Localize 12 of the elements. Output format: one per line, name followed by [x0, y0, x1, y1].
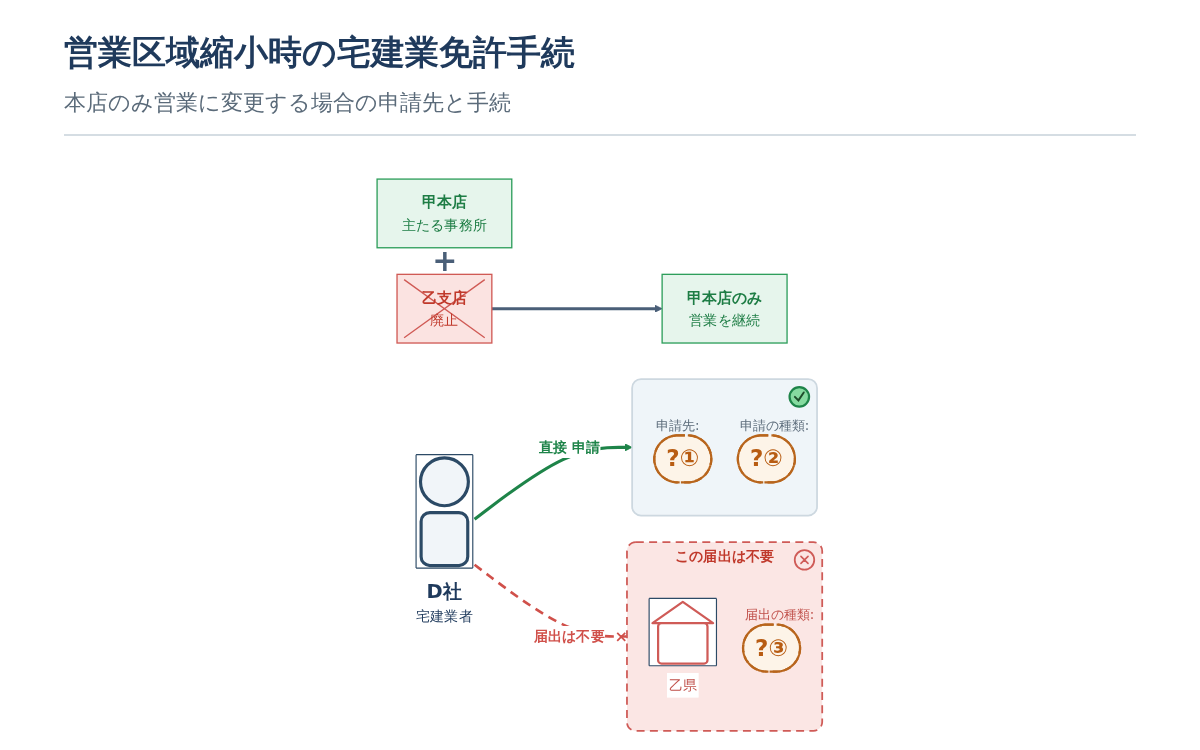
cluster [631, 378, 819, 517]
diagram-title: 営業区域縮小時の宅建業免許手続 [64, 31, 575, 74]
field-label: 申請の種類: [740, 418, 810, 434]
field-label: 申請先: [656, 418, 700, 434]
field-label: 届出の種類: [745, 607, 815, 623]
node-box: 甲本店のみ 営業を継続 [661, 273, 789, 344]
edge-label: 届出は不要 [534, 627, 606, 645]
connector [474, 563, 628, 642]
edge-label: 直接 申請 [538, 438, 601, 456]
subtitle-text: 本店のみ営業に変更する場合の申請先と手続 [64, 89, 511, 117]
arrow [492, 304, 663, 313]
node-box: 甲本店 主たる事務所 [376, 178, 513, 249]
